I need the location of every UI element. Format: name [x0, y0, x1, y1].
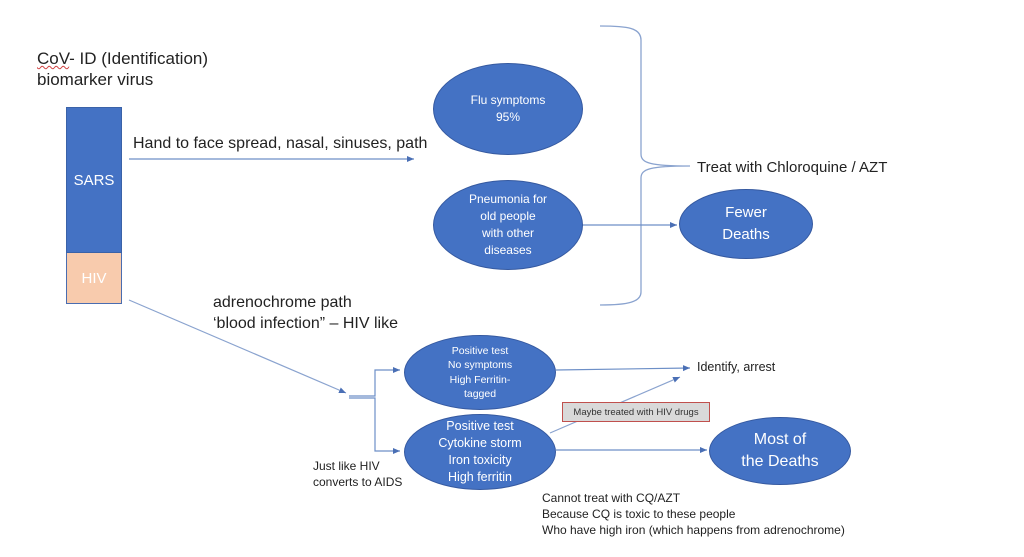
- node-flu-symptoms: Flu symptoms 95%: [433, 63, 583, 155]
- identify-arrest-label: Identify, arrest: [697, 360, 776, 374]
- hand-to-face-label: Hand to face spread, nasal, sinuses, pat…: [133, 135, 428, 152]
- node-fewer-deaths-text: Fewer Deaths: [722, 204, 770, 243]
- maybe-treated-text: Maybe treated with HIV drugs: [573, 406, 699, 418]
- split-connector-lower: [349, 397, 400, 454]
- cannot-treat-line: Because CQ is toxic to these people: [542, 507, 736, 521]
- just-like-line1: Just like HIV: [313, 459, 380, 473]
- maybe-treated-callout: Maybe treated with HIV drugs: [562, 402, 710, 422]
- arrow-to-identify: [555, 365, 691, 372]
- just-like-line2: converts to AIDS: [313, 475, 403, 489]
- hiv-block: HIV: [66, 253, 122, 304]
- title-id: - ID (Identification): [69, 49, 209, 68]
- just-like-hiv-note: Just like HIV converts to AIDS: [313, 458, 402, 490]
- adrenochrome-line2: ‘blood infection” – HIV like: [213, 315, 398, 332]
- split-connector: [349, 367, 400, 397]
- adrenochrome-line1: adrenochrome path: [213, 294, 352, 311]
- node-severe: Positive test Cytokine storm Iron toxici…: [404, 414, 556, 490]
- node-most-deaths: Most of the Deaths: [709, 417, 851, 485]
- cannot-treat-line: Cannot treat with CQ/AZT: [542, 491, 681, 505]
- cannot-treat-line: Who have high iron (which happens from a…: [542, 523, 845, 537]
- node-pneumonia-text: Pneumonia for old people with other dise…: [468, 192, 548, 257]
- curly-brace: [599, 25, 691, 306]
- node-severe-text: Positive test Cytokine storm Iron toxici…: [438, 419, 522, 484]
- node-asymptomatic: Positive test No symptoms High Ferritin-…: [404, 335, 556, 410]
- diagram-title: CoV- ID (Identification) biomarker virus: [37, 48, 208, 90]
- hiv-label: HIV: [81, 269, 107, 287]
- sars-label: SARS: [73, 171, 115, 189]
- sars-block: SARS: [66, 107, 122, 253]
- title-cov: CoV: [37, 49, 70, 68]
- adrenochrome-label: adrenochrome path ‘blood infection” – HI…: [213, 292, 398, 334]
- cannot-treat-note: Cannot treat with CQ/AZT Because CQ is t…: [542, 490, 845, 538]
- node-asymptomatic-text: Positive test No symptoms High Ferritin-…: [447, 344, 513, 401]
- treatment-label: Treat with Chloroquine / AZT: [697, 159, 888, 176]
- arrow-adrenochrome-path: [128, 299, 347, 394]
- node-flu-text: Flu symptoms 95%: [470, 93, 546, 124]
- node-fewer-deaths: Fewer Deaths: [679, 189, 813, 259]
- node-pneumonia: Pneumonia for old people with other dise…: [433, 180, 583, 270]
- node-most-deaths-text: Most of the Deaths: [741, 431, 819, 470]
- title-subtitle: biomarker virus: [37, 70, 154, 89]
